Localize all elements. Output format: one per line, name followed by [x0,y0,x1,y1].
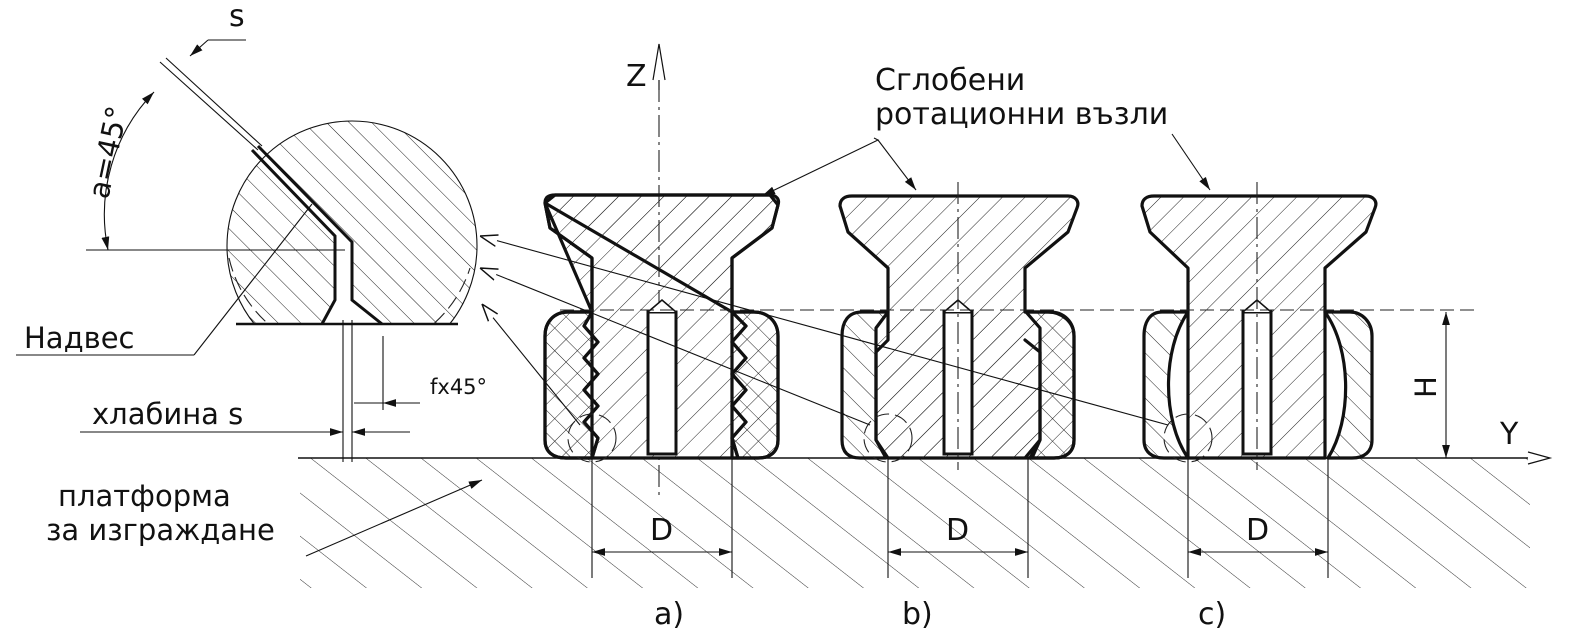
caption-a: a) [654,597,684,632]
platform-leader [305,479,483,557]
label-diameter-b: D [946,513,969,548]
label-overhang: Надвес [24,321,135,355]
label-chamfer: fx45° [430,375,487,399]
label-clearance: хлабина s [92,397,243,431]
label-assembled-line2: ротационни възли [875,97,1168,132]
assembled-leaders [761,133,1211,197]
part-c [1140,182,1378,470]
diameter-dimensions [591,458,1329,578]
part-b [838,182,1080,470]
y-axis [1470,451,1553,465]
label-platform-line2: за изграждане [46,513,275,547]
label-platform-line1: платформа [58,479,231,513]
label-diameter-c: D [1246,513,1269,548]
label-height: H [1409,376,1443,398]
part-a [543,193,781,463]
label-diameter-a: D [650,513,673,548]
label-y-axis: Y [1499,417,1519,452]
label-angle: a=45° [82,103,135,202]
caption-b: b) [902,597,933,632]
detail-leaders [480,236,1169,426]
detail-view [16,39,478,462]
label-s-top: s [229,0,245,34]
build-platform [298,457,1530,588]
label-assembled-line1: Сглобени [875,63,1025,98]
label-z-axis: Z [626,59,647,94]
caption-c: c) [1198,597,1226,632]
